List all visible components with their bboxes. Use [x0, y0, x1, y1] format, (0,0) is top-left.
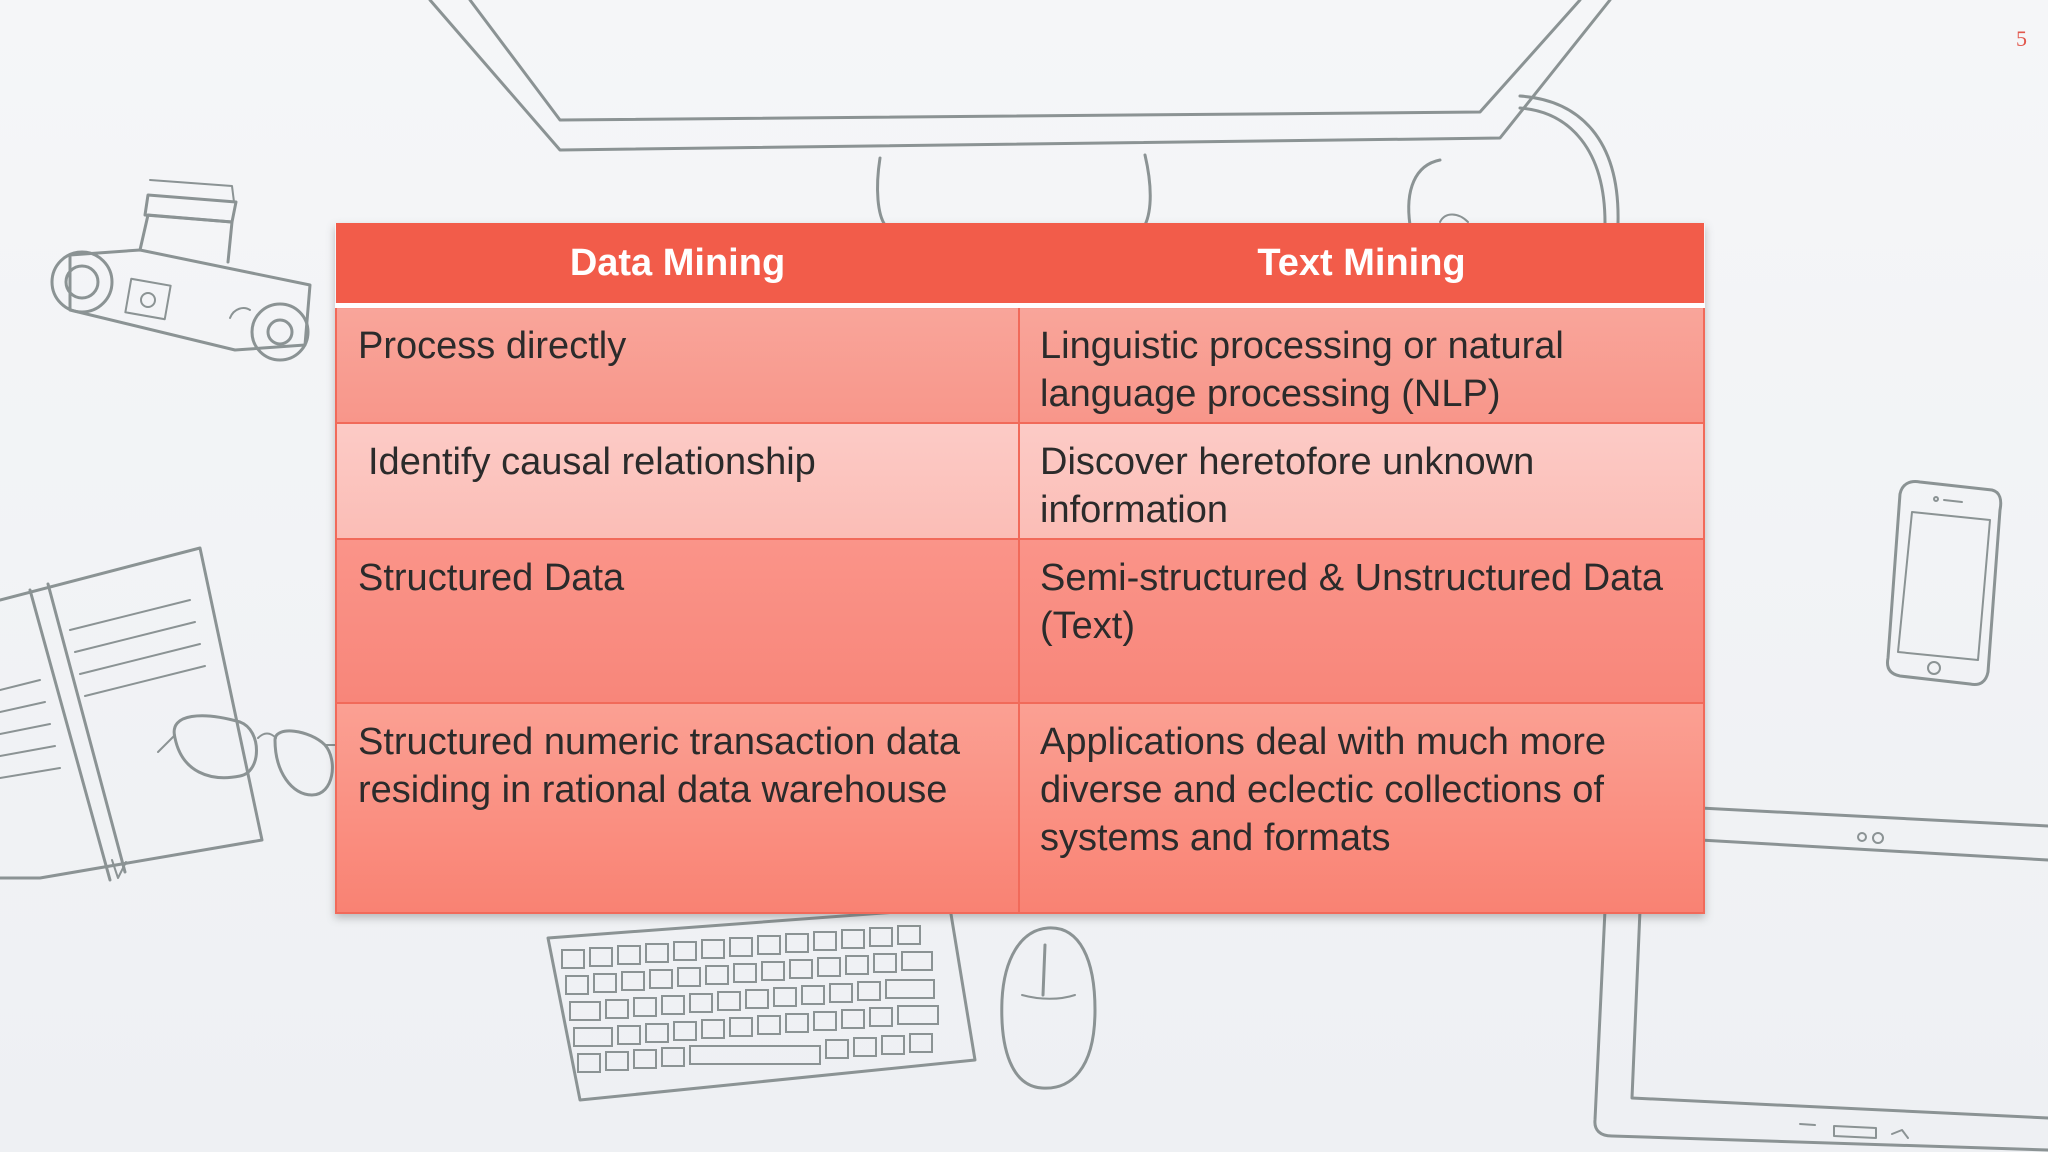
table-cell: Process directly — [335, 304, 1020, 424]
camera-icon — [50, 179, 312, 362]
table-cell: Structured numeric transaction data resi… — [335, 702, 1020, 914]
header-data-mining: Data Mining — [336, 223, 1019, 308]
table-cell: Identify causal relationship — [335, 422, 1020, 540]
cell-text: Applications deal with much more diverse… — [1040, 721, 1607, 859]
monitor-icon — [428, 0, 1612, 227]
table-cell: Applications deal with much more diverse… — [1018, 702, 1705, 914]
table-cell: Structured Data — [335, 538, 1020, 704]
cell-text: Structured Data — [358, 557, 625, 599]
cell-text: Identify causal relationship — [368, 441, 816, 483]
tablet-icon — [1593, 806, 2048, 1152]
table-header-row: Data Mining Text Mining — [336, 223, 1704, 308]
cell-text: Discover heretofore unknown information — [1040, 441, 1535, 531]
header-text-mining: Text Mining — [1019, 223, 1704, 308]
table-cell: Semi-structured & Unstructured Data (Tex… — [1018, 538, 1705, 704]
table-row: Structured numeric transaction data resi… — [335, 702, 1705, 914]
notebook-icon — [0, 546, 264, 882]
table-row: Process directly Linguistic processing o… — [335, 304, 1705, 424]
table-cell: Linguistic processing or natural languag… — [1018, 304, 1705, 424]
mouse-icon — [1000, 926, 1097, 1090]
keyboard-icon — [546, 906, 977, 1102]
table-row: Structured Data Semi-structured & Unstru… — [335, 538, 1705, 704]
cell-text: Semi-structured & Unstructured Data (Tex… — [1040, 557, 1664, 647]
table-cell: Discover heretofore unknown information — [1018, 422, 1705, 540]
cell-text: Structured numeric transaction data resi… — [358, 721, 960, 811]
glasses-icon — [157, 714, 339, 797]
comparison-table: Data Mining Text Mining Process directly… — [335, 223, 1705, 914]
table-row: Identify causal relationship Discover he… — [335, 422, 1705, 540]
cell-text: Process directly — [358, 325, 627, 367]
smartphone-icon — [1886, 480, 2003, 686]
slide-number: 5 — [2016, 26, 2027, 51]
headphones-icon — [1407, 94, 1620, 227]
cell-text: Linguistic processing or natural languag… — [1040, 325, 1564, 415]
